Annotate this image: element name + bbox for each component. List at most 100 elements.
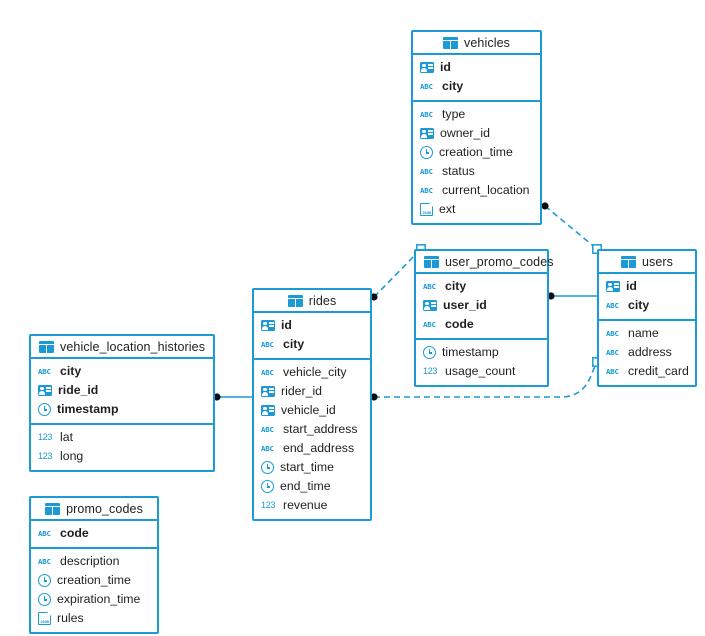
- column-row-owner_id[interactable]: owner_id: [413, 124, 540, 143]
- column-row-ext[interactable]: ext: [413, 200, 540, 219]
- column-row-vehicle_id[interactable]: vehicle_id: [254, 401, 370, 420]
- column-name: city: [442, 79, 464, 94]
- column-row-start_time[interactable]: start_time: [254, 458, 370, 477]
- id-card-icon: [261, 386, 275, 397]
- column-row-creation_time[interactable]: creation_time: [31, 571, 157, 590]
- entity-header-promo_codes[interactable]: promo_codes: [31, 498, 157, 521]
- relationship-vehicles-users[interactable]: [541, 202, 602, 254]
- primary-key-row-timestamp[interactable]: timestamp: [31, 400, 213, 419]
- column-name: timestamp: [442, 345, 499, 360]
- entity-title: user_promo_codes: [445, 254, 554, 269]
- primary-key-row-id[interactable]: id: [254, 316, 370, 335]
- entity-title: vehicles: [464, 35, 510, 50]
- abc-type-icon: ABC: [38, 557, 51, 566]
- timestamp-type-icon: [38, 593, 51, 606]
- column-row-rider_id[interactable]: rider_id: [254, 382, 370, 401]
- id-card-icon: [38, 385, 52, 396]
- timestamp-type-icon: [420, 146, 433, 159]
- column-name: start_address: [283, 422, 358, 437]
- table-icon: [443, 36, 459, 49]
- column-name: id: [281, 318, 292, 333]
- column-name: revenue: [283, 498, 328, 513]
- relationship-dot-marker: [541, 202, 549, 210]
- primary-key-row-id[interactable]: id: [413, 58, 540, 77]
- column-row-rules[interactable]: rules: [31, 609, 157, 628]
- abc-type-icon: ABC: [423, 282, 436, 291]
- column-row-timestamp[interactable]: timestamp: [416, 343, 547, 362]
- abc-type-icon: ABC: [420, 167, 433, 176]
- id-card-icon: [261, 405, 275, 416]
- abc-type-icon: ABC: [261, 425, 274, 434]
- number-type-icon: 123: [38, 432, 53, 442]
- abc-type-icon: ABC: [261, 368, 274, 377]
- relationship-user_promo_codes-users[interactable]: [547, 292, 597, 300]
- primary-key-row-city[interactable]: ABC city: [413, 77, 540, 96]
- entity-header-vehicles[interactable]: vehicles: [413, 32, 540, 55]
- entity-header-vehicle_location_histories[interactable]: vehicle_location_histories: [31, 336, 213, 359]
- column-row-expiration_time[interactable]: expiration_time: [31, 590, 157, 609]
- column-name: code: [445, 317, 474, 332]
- entity-header-user_promo_codes[interactable]: user_promo_codes: [416, 251, 554, 274]
- entity-header-rides[interactable]: rides: [254, 290, 370, 313]
- column-name: city: [628, 298, 650, 313]
- primary-key-row-user_id[interactable]: user_id: [416, 296, 547, 315]
- number-type-icon: 123: [38, 451, 53, 461]
- column-name: vehicle_id: [281, 403, 336, 418]
- abc-type-icon: ABC: [423, 320, 436, 329]
- entity-header-users[interactable]: users: [599, 251, 695, 274]
- timestamp-type-icon: [261, 480, 274, 493]
- column-row-creation_time[interactable]: creation_time: [413, 143, 540, 162]
- primary-key-row-code[interactable]: ABC code: [416, 315, 547, 334]
- column-name: current_location: [442, 183, 530, 198]
- id-card-icon: [261, 320, 275, 331]
- column-name: rules: [57, 611, 84, 626]
- primary-key-row-ride_id[interactable]: ride_id: [31, 381, 213, 400]
- timestamp-type-icon: [38, 574, 51, 587]
- table-icon: [424, 255, 439, 268]
- id-card-icon: [420, 128, 434, 139]
- primary-key-row-id[interactable]: id: [599, 277, 695, 296]
- column-name: code: [60, 526, 89, 541]
- relationship-vehicle_location_histories-rides[interactable]: [213, 393, 252, 401]
- column-row-end_time[interactable]: end_time: [254, 477, 370, 496]
- abc-type-icon: ABC: [420, 82, 433, 91]
- column-name: id: [626, 279, 637, 294]
- column-name: status: [442, 164, 475, 179]
- column-row-start_address[interactable]: ABC start_address: [254, 420, 370, 439]
- entity-title: users: [641, 254, 674, 269]
- column-name: user_id: [443, 298, 487, 313]
- column-row-status[interactable]: ABC status: [413, 162, 540, 181]
- column-name: rider_id: [281, 384, 323, 399]
- entity-title: promo_codes: [66, 501, 143, 516]
- column-name: end_time: [280, 479, 331, 494]
